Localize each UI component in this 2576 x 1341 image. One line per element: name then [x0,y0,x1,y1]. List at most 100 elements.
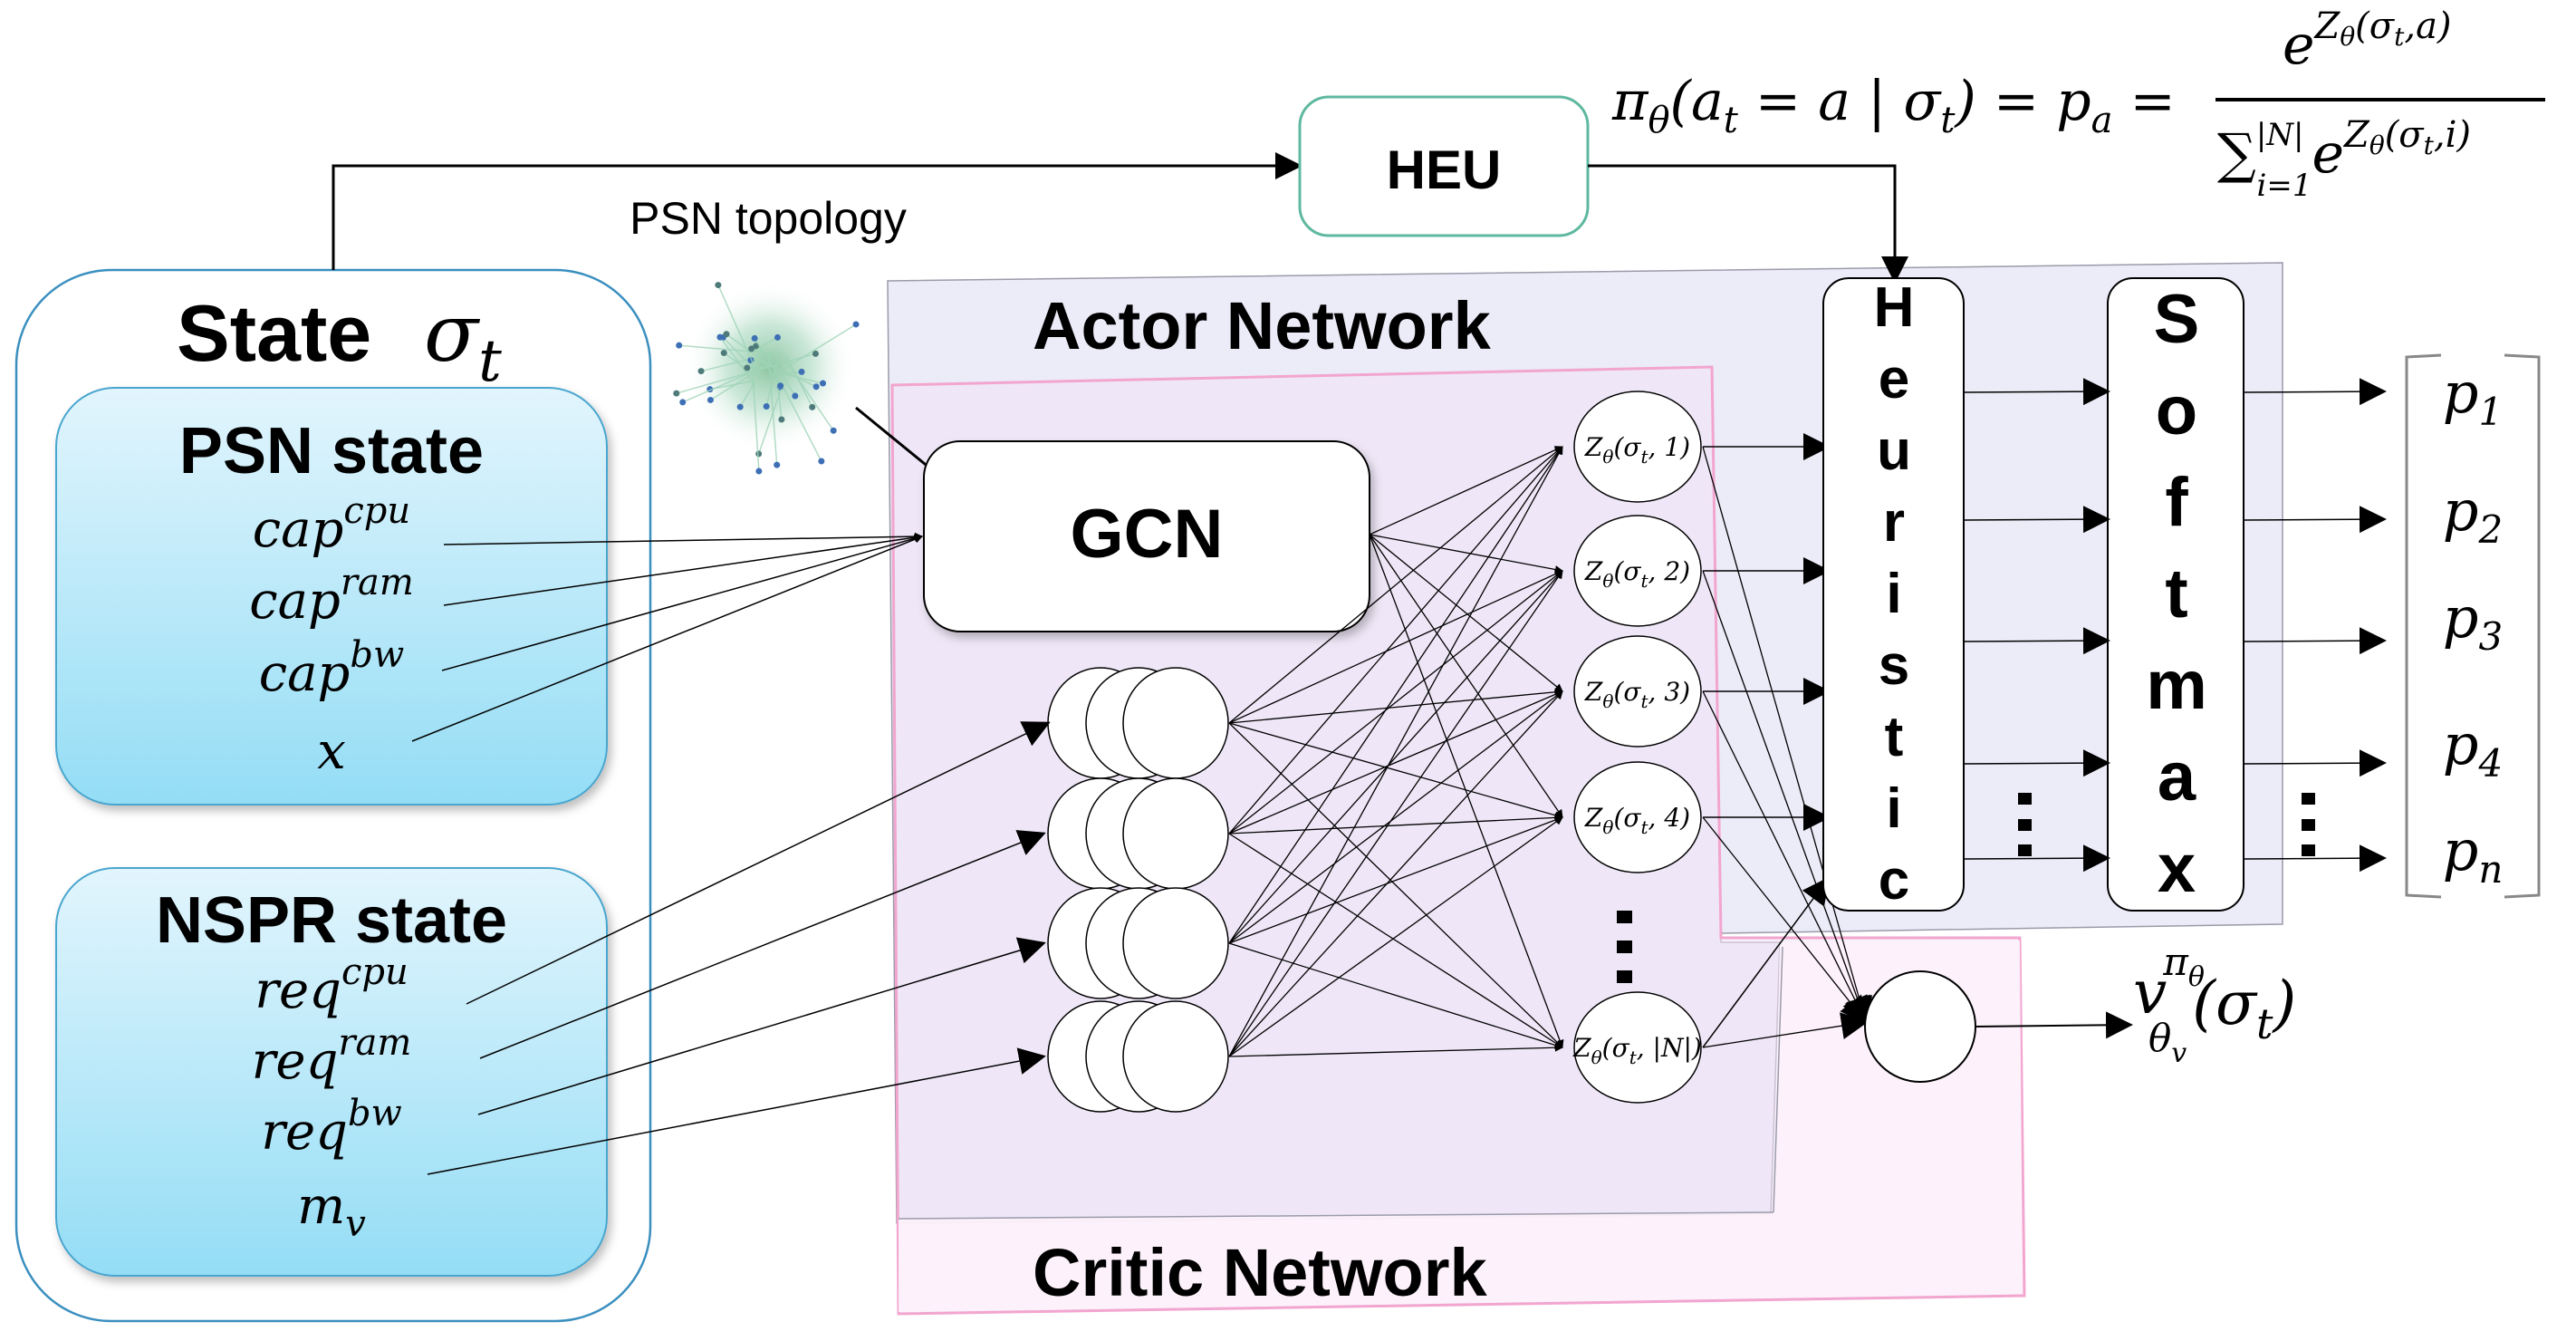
dense-edge [1228,833,1563,1048]
label-letter: m [2146,647,2207,724]
topology-node [676,342,683,349]
label-letter: s [1879,634,1909,697]
dense-edge [1369,534,1563,574]
gcn-box[interactable] [923,440,1370,632]
psn-topology-graph-icon [673,281,860,475]
dense-edge [1228,942,1563,1049]
logit-layer: Zθ(σt, 1)Zθ(σt, 2)Zθ(σt, 3)Zθ(σt, 4)Zθ(σ… [1572,391,1702,1104]
heuristic-to-softmax-arrow [1963,844,2110,873]
topology-node [716,333,724,341]
logit-node: Zθ(σt, 4) [1573,761,1702,873]
topology-node [679,399,687,406]
softmax-to-output-arrow [2243,378,2387,406]
topology-edge [709,380,755,391]
topology-node [697,368,705,375]
logit-label: Zθ(σt, 2) [1584,556,1690,592]
logit-node: Zθ(σt, 1) [1573,391,1702,503]
softmax-box[interactable] [2107,277,2244,912]
dense-edge [1228,570,1563,835]
softmax-to-output-arrow [2243,844,2387,873]
policy-formula: πθ(at = a | σt) = pa = eZθ(σt,a) ∑|N|i=1… [1611,5,2545,204]
topology-edge [754,349,782,387]
topology-node [820,380,827,387]
psn-feature-connector [443,532,923,545]
topology-node [818,458,825,465]
softmax-to-output-arrow [2243,749,2387,777]
dense-edge [1228,722,1563,820]
label-letter: f [2165,464,2188,541]
logit-to-critic-edge [1702,816,1868,1025]
psn-state-title: PSN state [179,415,484,487]
label-letter: H [1874,276,1915,339]
topology-edge [757,336,778,350]
svg-text:πθ(at = a | σt) = pa =: πθ(at = a | σt) = pa = [1611,70,2176,141]
hidden-neuron-stack [1047,777,1229,890]
label-letter: x [2158,830,2196,907]
dense-edge [1228,446,1563,835]
logit-label: Zθ(σt, 3) [1584,677,1690,712]
topology-node [706,396,714,403]
svg-text:∑|N|i=1eZθ(σt,i): ∑|N|i=1eZθ(σt,i) [2217,114,2471,204]
nspr-feature-connector [427,1047,1046,1175]
topology-node [852,321,860,328]
output-vector-right-bracket [2504,353,2541,899]
label-letter: u [1877,420,1911,482]
label-letter: r [1883,491,1905,554]
psn-feature-bw: capbw [259,634,404,703]
state-symbol: σt [424,286,502,395]
topology-node [798,368,805,375]
topology-edge [778,323,857,373]
topology-node [763,402,770,410]
topology-edge [775,375,783,420]
topology-node [755,468,763,475]
topology-node [812,383,820,391]
softmax-to-output-arrow [2243,506,2387,534]
logit-ellipsis-icon [1617,911,1632,983]
logit-to-critic-edge [1702,1012,1869,1048]
nspr-feature-bw: reqbw [261,1093,402,1162]
dense-edge [1228,570,1563,724]
dense-edge [1228,690,1563,1057]
output-probability-1: p1 [2443,360,2503,434]
dense-edge [1228,446,1563,1057]
critic-value-node [1864,970,1976,1083]
label-letter: S [2154,281,2200,358]
heuristic-to-softmax-arrow [1963,627,2110,655]
psn-feature-cpu: capcpu [253,490,410,559]
logit-to-critic-edge [1702,570,1870,1025]
dense-edge [1228,816,1563,1057]
dense-edge [1228,1043,1563,1057]
hidden-neuron [1122,1000,1229,1113]
dense-edge [1228,570,1563,944]
output-probability-4: p4 [2443,711,2503,786]
logit-node-shape [1573,635,1702,748]
topology-node [715,282,722,289]
state-title: State [177,288,371,378]
hidden-neuron-stack [1047,667,1229,779]
dense-edge [1228,722,1563,1048]
nspr-feature-cpu: reqcpu [255,951,409,1020]
topology-node [792,392,799,400]
topology-node [830,427,837,434]
dense-edge [1228,690,1563,944]
heuristic-softmax-ellipsis-icon [2018,793,2032,856]
hidden-neuron [1122,777,1229,890]
heuristic-to-softmax-arrow [1963,506,2110,534]
psn-feature-ram: capram [249,562,414,631]
topology-edge [717,285,761,380]
heuristic-box[interactable] [1822,277,1965,912]
nspr-feature-ram: reqram [252,1022,412,1091]
hidden-neuron-stack [1047,887,1229,999]
gcn-label: GCN [1071,496,1224,573]
topology-node [809,403,816,410]
fully-connected-edges [1228,433,1873,1057]
topology-node [751,334,758,342]
heuristic-to-softmax-arrow [1963,378,2110,406]
topology-node [736,403,744,410]
topology-edge [739,381,755,408]
psn-feature-connector [441,534,923,671]
critic-network-label: Critic Network [1033,1235,1488,1310]
